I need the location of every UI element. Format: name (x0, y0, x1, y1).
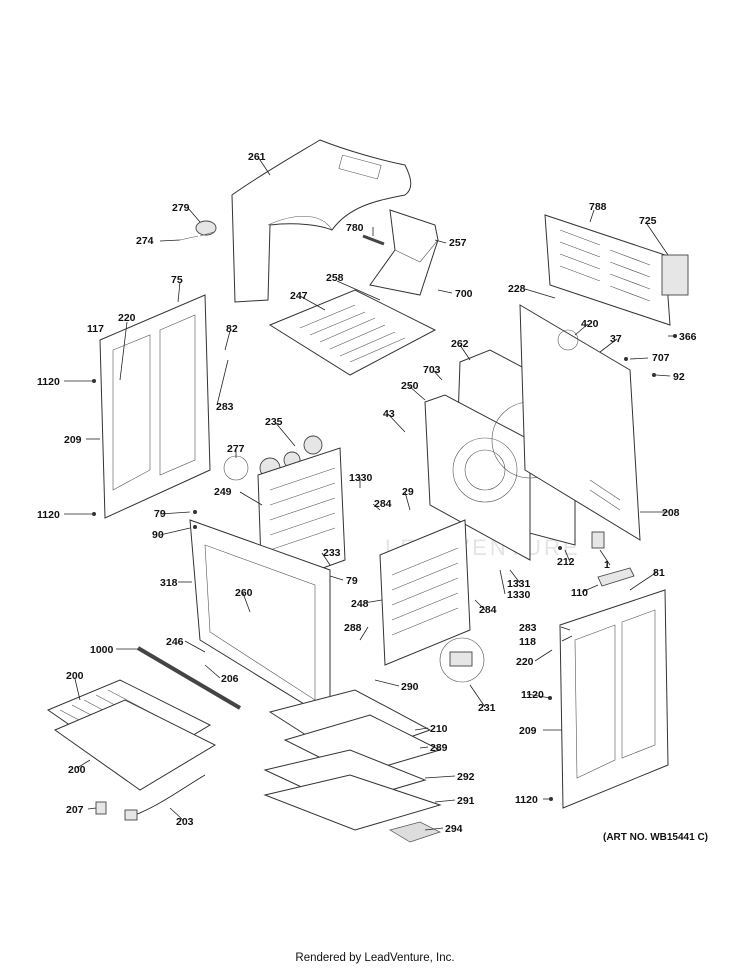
callout-37: 37 (610, 333, 622, 345)
callout-288: 288 (344, 622, 362, 634)
part-left-side-panel (99, 294, 211, 519)
callout-257: 257 (449, 237, 467, 249)
callout-366: 366 (679, 331, 697, 343)
callout-289: 289 (430, 742, 448, 754)
part-110 (597, 567, 635, 587)
part-780 (362, 234, 385, 246)
callout-780: 780 (346, 222, 364, 234)
callout-1: 1 (604, 559, 610, 571)
callout-92: 92 (673, 371, 685, 383)
callout-290: 290 (401, 681, 419, 693)
part-oven-right-wall (379, 519, 471, 666)
part-1 (591, 531, 605, 549)
footer-credit: Rendered by LeadVenture, Inc. (295, 952, 455, 964)
callout-1120-b: 1120 (37, 509, 60, 521)
callout-279: 279 (172, 202, 190, 214)
part-thermal-switch (179, 220, 217, 241)
part-top-cover (231, 139, 412, 303)
callout-283-a: 283 (216, 401, 234, 413)
callout-284-b: 284 (479, 604, 497, 616)
callout-249: 249 (214, 486, 232, 498)
callout-258: 258 (326, 272, 344, 284)
callout-29: 29 (402, 486, 414, 498)
callout-274: 274 (136, 235, 154, 247)
callout-82: 82 (226, 323, 238, 335)
callout-228: 228 (508, 283, 526, 295)
callout-231: 231 (478, 702, 496, 714)
callout-208: 208 (662, 507, 680, 519)
part-oven-top (268, 289, 437, 376)
callout-200-b: 200 (68, 764, 86, 776)
art-number: (ART NO. WB15441 C) (602, 832, 708, 843)
callout-247: 247 (290, 290, 308, 302)
leader-lines (64, 156, 677, 831)
callout-206: 206 (221, 673, 239, 685)
callout-210: 210 (430, 723, 448, 735)
callout-703: 703 (423, 364, 441, 376)
callout-79-a: 79 (154, 508, 166, 520)
part-oven-racks (46, 679, 217, 791)
callout-1000: 1000 (90, 644, 114, 656)
callout-248: 248 (351, 598, 369, 610)
part-207-clamp (95, 801, 107, 815)
callout-291: 291 (457, 795, 475, 807)
callout-110: 110 (571, 587, 588, 599)
callout-43: 43 (383, 408, 395, 420)
callout-725: 725 (639, 215, 657, 227)
callout-284-a: 284 (374, 498, 392, 510)
callout-283-b: 283 (519, 622, 537, 634)
callout-262: 262 (451, 338, 469, 350)
callout-707: 707 (652, 352, 670, 364)
callout-1120-c: 1120 (521, 689, 544, 701)
callout-220: 220 (118, 312, 136, 324)
part-back-shield (544, 214, 689, 326)
callout-117: 117 (87, 323, 104, 335)
callout-277: 277 (227, 443, 245, 455)
part-231-bracket (449, 651, 473, 667)
callout-212: 212 (557, 556, 575, 568)
callout-118: 118 (519, 636, 536, 648)
part-cord-plug (124, 809, 138, 821)
callout-420: 420 (581, 318, 599, 330)
callout-1120-d: 1120 (515, 794, 538, 806)
part-1000-rod (136, 646, 242, 710)
callout-209-a: 209 (64, 434, 82, 446)
callout-90: 90 (152, 529, 164, 541)
callout-1120-a: 1120 (37, 376, 60, 388)
callout-79-b: 79 (346, 575, 358, 587)
callout-261: 261 (248, 151, 266, 163)
callout-labels: 261 279 274 780 257 788 725 75 117 220 8… (37, 151, 697, 835)
part-right-side-panel (559, 589, 669, 809)
callout-700: 700 (455, 288, 473, 300)
callout-81: 81 (653, 567, 665, 579)
callout-233: 233 (323, 547, 341, 559)
part-power-cord (134, 774, 206, 816)
callout-207: 207 (66, 804, 84, 816)
part-duct (369, 209, 439, 296)
callout-200-a: 200 (66, 670, 84, 682)
callout-220-b: 220 (516, 656, 534, 668)
callout-1330-b: 1330 (507, 589, 531, 601)
callout-318: 318 (160, 577, 178, 589)
callout-246: 246 (166, 636, 184, 648)
callout-1330-a: 1330 (349, 472, 373, 484)
part-bottom-trays (263, 689, 442, 843)
callout-260: 260 (235, 587, 253, 599)
callout-250: 250 (401, 380, 419, 392)
part-rear-frame (519, 304, 641, 541)
callout-75: 75 (171, 274, 183, 286)
callout-235: 235 (265, 416, 283, 428)
callout-209-b: 209 (519, 725, 537, 737)
callout-203: 203 (176, 816, 194, 828)
callout-788: 788 (589, 201, 607, 213)
part-231-circle (439, 637, 485, 683)
callout-292: 292 (457, 771, 475, 783)
callout-1331: 1331 (507, 578, 531, 590)
callout-294: 294 (445, 823, 463, 835)
